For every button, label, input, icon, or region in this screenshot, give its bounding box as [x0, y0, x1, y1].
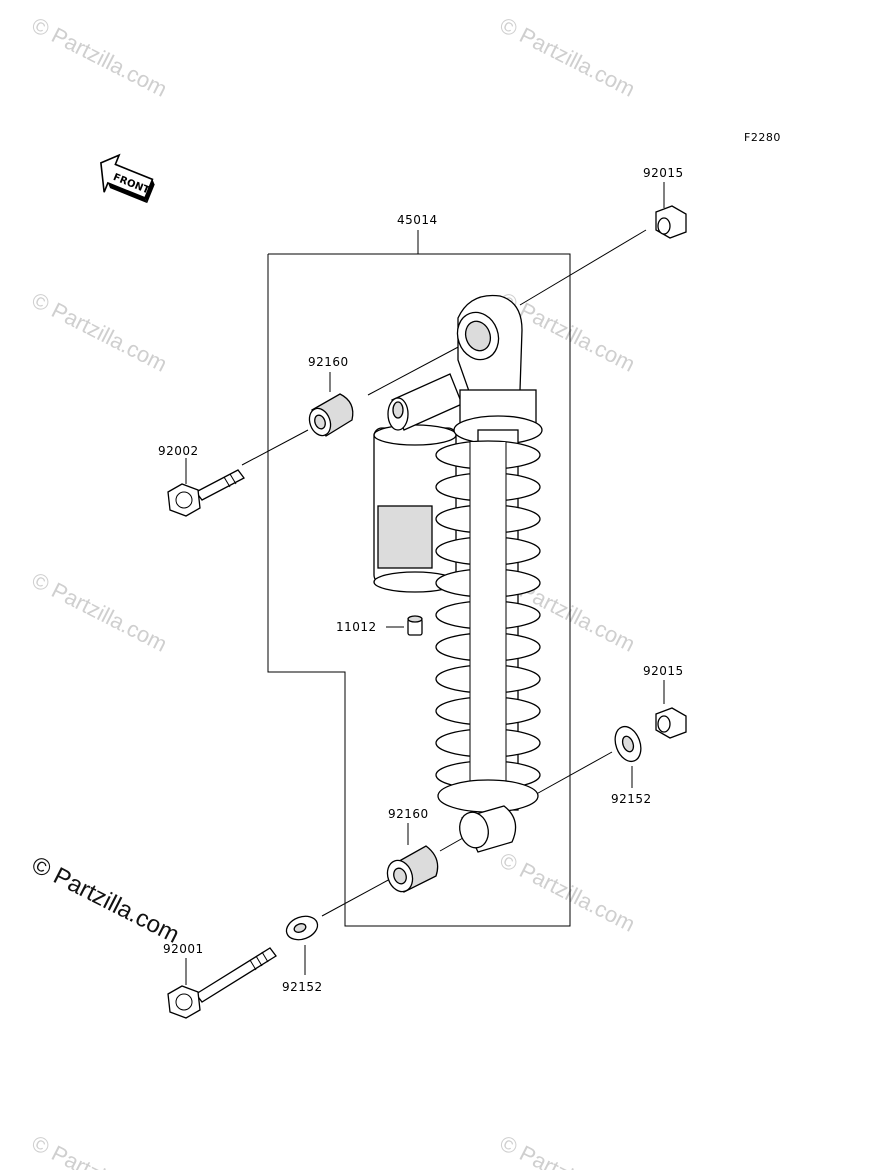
washer-left: 92152 — [282, 915, 323, 994]
shock-absorber — [373, 294, 543, 813]
label-92152-left: 92152 — [282, 980, 323, 994]
diagram-code: F2280 — [744, 131, 781, 144]
label-92001: 92001 — [163, 942, 204, 956]
watermark: © Partzilla.com — [496, 1130, 639, 1170]
watermark: © Partzilla.com — [496, 847, 639, 937]
watermark: © Partzilla.com — [28, 1130, 171, 1170]
assembly-bracket — [267, 253, 571, 927]
label-11012: 11012 — [336, 620, 377, 634]
label-92015-upper: 92015 — [643, 166, 684, 180]
front-arrow-icon: FRONT — [100, 153, 155, 204]
bolt-lower: 92001 — [163, 942, 277, 1019]
watermark: © Partzilla.com — [28, 287, 171, 377]
fitting: 11012 — [336, 615, 423, 636]
label-92015-lower: 92015 — [643, 664, 684, 678]
label-92160-lower: 92160 — [388, 807, 429, 821]
collar-lower: 92160 — [386, 807, 439, 893]
label-45014: 45014 — [397, 213, 438, 227]
label-92002: 92002 — [158, 444, 199, 458]
bolt-upper: 92002 — [158, 444, 245, 517]
label-92152-right: 92152 — [611, 792, 652, 806]
washer-right: 92152 — [611, 725, 652, 806]
spring-coils — [435, 440, 541, 792]
watermark: © Partzilla.com — [28, 12, 171, 102]
lower-eye — [459, 805, 517, 853]
collar-upper: 92160 — [308, 355, 354, 437]
nut-upper: 92015 — [643, 166, 687, 239]
watermark-prominent: © Partzilla.com — [27, 851, 183, 948]
watermark: © Partzilla.com — [28, 567, 171, 657]
watermark: © Partzilla.com — [496, 12, 639, 102]
label-92160-upper: 92160 — [308, 355, 349, 369]
nut-lower: 92015 — [643, 664, 687, 739]
